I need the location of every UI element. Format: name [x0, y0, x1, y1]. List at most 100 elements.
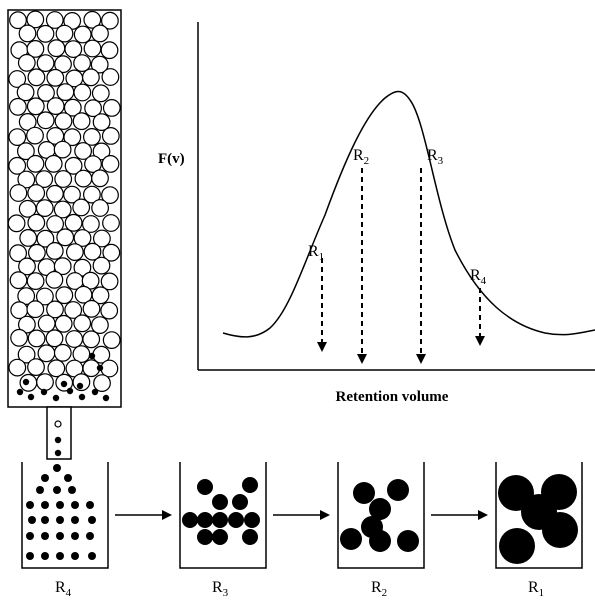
gel-bead: [101, 126, 120, 145]
gel-bead: [18, 112, 37, 131]
fraction-beakers: R4 R3 R2 R1: [21, 462, 583, 599]
particle-small: [71, 532, 79, 540]
gel-bead: [64, 40, 83, 58]
gel-bead: [7, 214, 26, 233]
beaker-r1: [495, 462, 583, 569]
gel-bead: [44, 154, 63, 173]
x-axis-label: Retention volume: [336, 389, 449, 405]
small-particle: [40, 388, 48, 396]
gel-bead: [45, 11, 64, 29]
particle-small: [26, 552, 34, 560]
gel-bead: [53, 257, 72, 276]
particle-small: [56, 552, 64, 560]
gel-bead: [18, 257, 36, 276]
particle-small: [88, 552, 96, 560]
beaker-r4-particles: [26, 464, 96, 560]
gel-bead: [72, 112, 91, 131]
gel-bead: [26, 300, 45, 319]
gel-bead: [83, 242, 102, 261]
gel-bead: [45, 329, 64, 348]
gel-bead: [84, 155, 102, 174]
particle-small: [56, 532, 64, 540]
beaker-r2-particles: [340, 479, 419, 552]
gel-bead: [17, 53, 36, 72]
gel-bead: [63, 128, 82, 147]
gel-bead: [72, 198, 91, 217]
gel-bead: [26, 10, 45, 29]
gel-bead: [101, 154, 120, 173]
beaker-r4-label: R4: [55, 579, 72, 599]
gel-bead: [9, 11, 27, 30]
gel-bead: [27, 68, 46, 87]
gel-bead: [17, 287, 36, 306]
particle-small: [88, 516, 96, 524]
beaker-r3-particles: [182, 477, 260, 545]
gel-bead: [53, 343, 72, 362]
beaker-r3: [179, 462, 267, 569]
gel-bead: [90, 316, 109, 335]
particle-large: [397, 530, 419, 552]
gel-bead: [91, 199, 109, 217]
gel-bead: [56, 228, 75, 247]
gel-bead: [36, 287, 54, 306]
small-particle: [96, 364, 104, 372]
particle-medium: [242, 477, 258, 493]
gel-bead: [74, 142, 92, 160]
gel-bead: [90, 55, 109, 74]
gel-bead: [17, 315, 36, 334]
gel-bead: [45, 241, 64, 260]
gel-bead: [65, 330, 84, 348]
particle-small: [41, 552, 49, 560]
gel-bead: [9, 271, 28, 290]
gel-bead: [46, 68, 65, 87]
small-particle: [78, 393, 86, 401]
particle-small: [71, 552, 79, 560]
particle-small: [41, 501, 49, 509]
gel-bead: [82, 330, 101, 349]
gel-bead: [27, 184, 46, 202]
particle-medium: [197, 529, 213, 545]
gel-bead: [8, 128, 27, 147]
small-particle: [22, 378, 30, 386]
gel-bead: [54, 55, 72, 74]
beaker-r2: [337, 462, 425, 569]
outlet-droplet: [54, 420, 62, 428]
particle-medium: [232, 494, 248, 510]
particle-medium: [212, 494, 228, 510]
gel-bead: [73, 258, 92, 277]
particle-medium: [197, 512, 213, 528]
gel-bead: [64, 156, 83, 175]
gel-bead: [9, 184, 28, 202]
gel-bead: [63, 185, 81, 204]
small-particle: [66, 387, 74, 395]
gel-bead: [101, 68, 120, 86]
beaker-r4: [21, 462, 109, 569]
gel-bead: [73, 229, 92, 247]
particle-medium: [242, 529, 258, 545]
small-particle: [16, 388, 24, 396]
particle-small: [71, 501, 79, 509]
particle-small: [41, 474, 49, 482]
gel-bead: [82, 127, 101, 146]
gel-bead: [100, 301, 119, 320]
gel-bead: [37, 314, 56, 333]
gel-bead: [8, 97, 27, 116]
column-small-particles: [16, 352, 110, 402]
gel-bead: [45, 270, 64, 289]
outlet-droplets: [54, 420, 62, 457]
particle-large: [353, 482, 375, 504]
gel-bead: [35, 199, 54, 218]
gel-bead: [8, 156, 27, 175]
gel-bead: [65, 243, 84, 262]
gel-bead: [81, 271, 100, 290]
gel-bead: [73, 25, 92, 44]
gel-bead: [102, 331, 121, 350]
gel-bead: [102, 98, 121, 117]
marker-r3-label: R3: [427, 147, 444, 167]
gel-bead: [37, 83, 55, 102]
gel-bead: [53, 140, 72, 159]
marker-r2-label: R2: [353, 147, 369, 167]
outlet-droplet: [54, 436, 62, 444]
gel-bead: [17, 345, 36, 364]
gel-bead: [46, 300, 64, 319]
